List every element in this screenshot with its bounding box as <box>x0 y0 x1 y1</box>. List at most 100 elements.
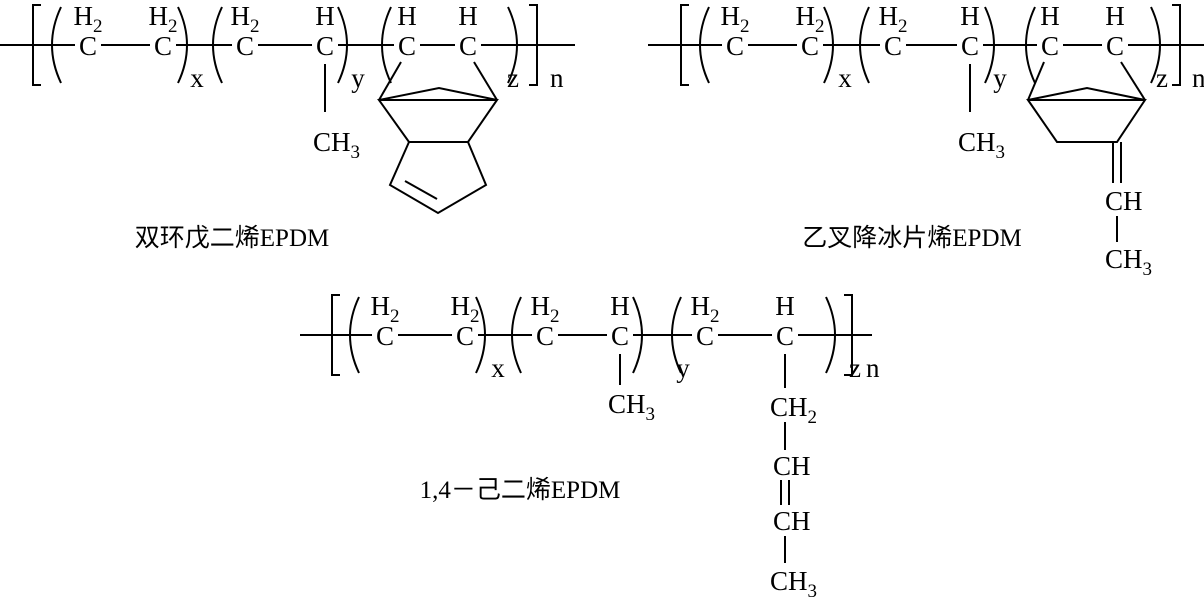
carbon-atom: C <box>961 31 979 61</box>
carbon-atom: C <box>776 321 794 351</box>
hydrogen-label: H2 <box>149 1 178 37</box>
close-parenthesis <box>337 6 348 84</box>
hydrogen-label-subscript: 2 <box>710 306 720 327</box>
repeat-subscript-y: y <box>993 63 1007 93</box>
methyl-group: CH3 <box>608 389 655 425</box>
hydrogen-label-subscript: 2 <box>898 16 908 37</box>
close-parenthesis <box>823 6 834 84</box>
hydrogen-label: H <box>397 1 417 31</box>
side-chain-ch: CH <box>773 451 811 481</box>
close-parenthesis <box>984 6 995 84</box>
repeat-subscript-z: z <box>849 353 861 383</box>
hydrogen-label: H <box>775 291 795 321</box>
norbornene-ring <box>1026 99 1147 143</box>
structure-caption: 双环戊二烯EPDM <box>135 224 329 252</box>
open-parenthesis <box>212 6 223 84</box>
hydrogen-label-main: H <box>74 1 94 31</box>
hydrogen-label: H2 <box>74 1 103 37</box>
hydrogen-label: H2 <box>691 291 720 327</box>
hydrogen-label: H2 <box>796 1 825 37</box>
open-bracket <box>32 4 41 86</box>
methyl-group-main: CH <box>608 389 646 419</box>
ring-bond <box>473 61 498 101</box>
close-bracket <box>1172 4 1181 86</box>
close-parenthesis <box>825 296 836 374</box>
hydrogen-label: H2 <box>721 1 750 37</box>
ethylidene-ch3-subscript: 3 <box>1143 259 1153 280</box>
open-parenthesis <box>349 296 360 374</box>
open-bracket <box>680 4 689 86</box>
hydrogen-label-subscript: 2 <box>470 306 480 327</box>
carbon-atom: C <box>398 31 416 61</box>
repeat-subscript-x: x <box>838 63 852 93</box>
repeat-subscript-z: z <box>1156 63 1168 93</box>
methyl-group-main: CH <box>958 127 996 157</box>
side-chain-ch: CH <box>773 506 811 536</box>
hydrogen-label-subscript: 2 <box>740 16 750 37</box>
methyl-group-subscript: 3 <box>351 142 361 163</box>
structure-caption: 乙叉降冰片烯EPDM <box>802 224 1021 252</box>
close-parenthesis <box>177 6 188 84</box>
hydrogen-label-main: H <box>231 1 251 31</box>
hydrogen-label-main: H <box>721 1 741 31</box>
hydrogen-label: H <box>960 1 980 31</box>
ring-bond <box>378 61 402 101</box>
side-chain-ch3-main: CH <box>770 566 808 596</box>
hydrogen-label-subscript: 2 <box>250 16 260 37</box>
carbon-atom: C <box>536 321 554 351</box>
hydrogen-label-subscript: 2 <box>168 16 178 37</box>
methyl-group-subscript: 3 <box>646 404 656 425</box>
bridge-bond <box>378 86 498 101</box>
repeat-subscript-x: x <box>491 353 505 383</box>
ethylidene-ch3-main: CH <box>1105 244 1143 274</box>
structure-caption: 1,4－己二烯EPDM <box>420 476 621 504</box>
hydrogen-label: H <box>1105 1 1125 31</box>
carbon-atom: C <box>236 31 254 61</box>
bridge-bond <box>1027 86 1146 101</box>
hydrogen-label-main: H <box>451 291 471 321</box>
ring-bond <box>1120 61 1146 101</box>
close-parenthesis <box>475 296 486 374</box>
hydrogen-label: H2 <box>879 1 908 37</box>
side-chain-ch3-subscript: 3 <box>808 581 818 602</box>
carbon-atom: C <box>1041 31 1059 61</box>
carbon-atom: C <box>154 31 172 61</box>
open-parenthesis <box>699 6 710 84</box>
hydrogen-label: H2 <box>231 1 260 37</box>
degree-subscript-n: n <box>1192 63 1204 93</box>
hydrogen-label-main: H <box>879 1 899 31</box>
close-parenthesis <box>507 6 518 84</box>
carbon-atom: C <box>316 31 334 61</box>
close-bracket <box>529 4 538 86</box>
close-bracket <box>844 294 853 376</box>
hydrogen-label-main: H <box>531 291 551 321</box>
carbon-atom: C <box>376 321 394 351</box>
carbon-atom: C <box>696 321 714 351</box>
open-parenthesis <box>859 6 870 84</box>
side-chain-ch3: CH3 <box>770 566 817 602</box>
hydrogen-label-main: H <box>691 291 711 321</box>
carbon-atom: C <box>801 31 819 61</box>
open-parenthesis <box>1025 6 1036 84</box>
repeat-subscript-y: y <box>351 63 365 93</box>
degree-subscript-n: n <box>866 353 880 383</box>
methyl-group: CH3 <box>958 127 1005 163</box>
hydrogen-label: H2 <box>371 291 400 327</box>
carbon-atom: C <box>884 31 902 61</box>
hydrogen-label: H <box>315 1 335 31</box>
ethylidene-ch: CH <box>1105 186 1143 216</box>
hydrogen-label-main: H <box>149 1 169 31</box>
degree-subscript-n: n <box>550 63 564 93</box>
repeat-subscript-y: y <box>676 353 690 383</box>
double-bond-inner <box>404 180 438 200</box>
carbon-atom: C <box>459 31 477 61</box>
cyclopentene-ring <box>388 141 488 215</box>
methyl-group-subscript: 3 <box>996 142 1006 163</box>
repeat-subscript-z: z <box>507 63 519 93</box>
hydrogen-label: H2 <box>451 291 480 327</box>
carbon-atom: C <box>611 321 629 351</box>
hydrogen-label-main: H <box>371 291 391 321</box>
close-parenthesis <box>1150 6 1161 84</box>
open-parenthesis <box>671 296 682 374</box>
